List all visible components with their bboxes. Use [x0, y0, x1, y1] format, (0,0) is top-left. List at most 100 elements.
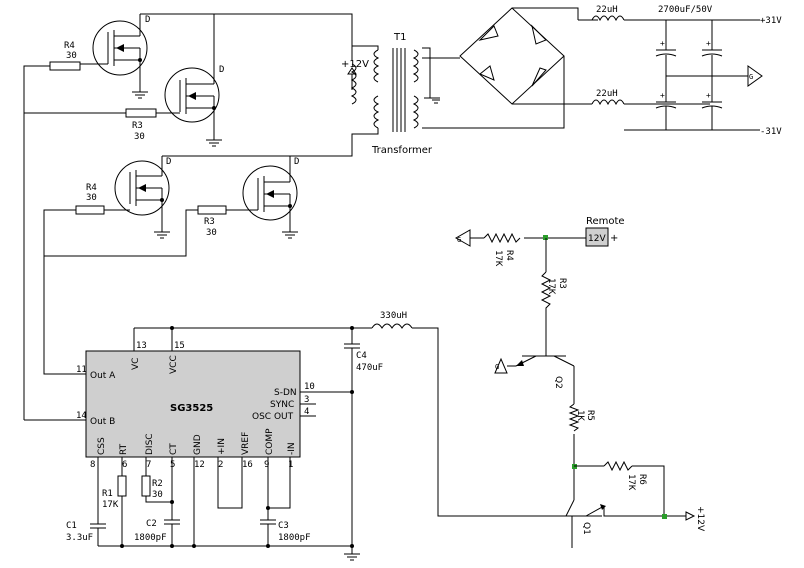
ic-pin-5-num: 5	[170, 460, 175, 470]
resistor-r3-bottom-value: 30	[206, 228, 217, 238]
c3-name: C3	[278, 521, 289, 531]
ic-sg3525	[85, 350, 301, 458]
bridge-rectifier	[459, 7, 565, 105]
remote-plus-label: +	[610, 233, 618, 244]
cap-plus-3: +	[660, 91, 665, 100]
mosfet-drain-label-3: D	[166, 157, 171, 167]
transformer-t1	[350, 48, 419, 132]
ic-pin-rt-label: RT	[119, 443, 129, 455]
ic-pin-1-num: 1	[288, 460, 293, 470]
remote-supply-label: +12V	[695, 506, 705, 532]
ic-pin-ct-label: CT	[169, 443, 179, 455]
remote-r6-name: R6	[637, 474, 647, 485]
remote-resistor-r5	[568, 403, 580, 432]
ic-name: SG3525	[170, 403, 213, 414]
ic-pin-css-label: CSS	[97, 437, 107, 455]
ic-pin-in-plus-label: +IN	[217, 438, 227, 455]
remote-ground-label-1: G	[457, 236, 461, 244]
remote-box-label: 12V	[588, 234, 606, 244]
timing-network	[90, 457, 352, 548]
ic-pin-outb-label: Out B	[90, 417, 115, 427]
ic-pin-in-minus-label: -IN	[287, 442, 297, 455]
ic-pin-sync-label: SYNC	[270, 400, 294, 410]
ic-pin-comp-label: COMP	[265, 428, 275, 455]
remote-r6-value: 17K	[626, 474, 636, 491]
cap-plus-2: +	[706, 39, 711, 48]
inductor-2-label: 22uH	[596, 89, 618, 99]
ic-bottom-pins: CSS RT DISC CT GND +IN VREF COMP -IN	[97, 428, 297, 455]
ic-pin-12-num: 12	[194, 460, 205, 470]
resistor-r3-bottom	[197, 205, 227, 215]
mosfet-q-top-1	[80, 14, 148, 80]
ic-pin-sdn-label: S-DN	[274, 388, 297, 398]
remote-label: Remote	[586, 216, 625, 227]
ic-pin-vref-label: VREF	[241, 432, 251, 455]
resistor-r3-bottom-name: R3	[204, 217, 215, 227]
ic-pin-2-num: 2	[218, 460, 223, 470]
ic-pin-10-num: 10	[304, 382, 315, 392]
resistor-r3-top-value: 30	[134, 132, 145, 142]
c4-name: C4	[356, 351, 367, 361]
ic-pin-6-num: 6	[122, 460, 127, 470]
resistor-r4-top-value: 30	[66, 51, 77, 61]
output-caps	[655, 20, 748, 130]
ic-pin-11-num: 11	[76, 365, 87, 375]
mosfet-drain-label-2: D	[219, 65, 224, 75]
ground-g-icon	[747, 65, 763, 87]
output-pos-label: +31V	[760, 16, 782, 26]
ic-pin-8-num: 8	[90, 460, 95, 470]
ic-pin-outa-label: Out A	[90, 371, 116, 381]
output-cap-label: 2700uF/50V	[658, 5, 713, 15]
resistor-r4-bottom-value: 30	[86, 193, 97, 203]
q2-ground-g-icon	[494, 357, 508, 374]
resistor-r4-bottom	[75, 205, 105, 215]
c2-value: 1800pF	[134, 533, 167, 543]
c4-value: 470uF	[356, 363, 383, 373]
remote-r5-value: 1K	[575, 410, 585, 421]
r1-value: 17K	[102, 500, 119, 510]
remote-r4-value: 17K	[493, 250, 503, 267]
output-inductor-1	[591, 15, 625, 22]
transformer-caption: Transformer	[371, 145, 433, 156]
remote-r3-value: 17K	[546, 278, 556, 295]
transformer-supply-label: +12V	[341, 59, 369, 70]
c3-value: 1800pF	[278, 533, 311, 543]
cap-plus-1: +	[660, 39, 665, 48]
node-dot	[662, 514, 667, 519]
transistor-q1	[558, 499, 686, 548]
mosfet-drain-label-1: D	[145, 15, 150, 25]
output-inductor-2	[591, 99, 625, 106]
ic-pin-vcc-label: VCC	[169, 355, 179, 374]
node-dot	[543, 235, 548, 240]
ic-pin-16-num: 16	[242, 460, 253, 470]
ic-pin-4-num: 4	[304, 407, 309, 417]
output-ground-label: G	[749, 73, 753, 81]
ic-pin-9-num: 9	[264, 460, 269, 470]
ic-pin-oscout-label: OSC OUT	[252, 412, 294, 422]
ic-pin-disc-label: DISC	[145, 433, 155, 455]
ic-pin-3-num: 3	[304, 395, 309, 405]
output-neg-label: -31V	[760, 127, 782, 137]
cap-plus-4: +	[706, 91, 711, 100]
r2-name: R2	[152, 479, 163, 489]
remote-resistor-r3	[540, 271, 552, 312]
resistor-r4-top	[49, 61, 81, 71]
filter-cap-c4	[344, 328, 360, 561]
mosfet-drain-label-4: D	[294, 157, 299, 167]
mosfet-q-bot-1	[104, 156, 170, 239]
r1-name: R1	[102, 489, 113, 499]
resistor-r4-top-name: R4	[64, 41, 75, 51]
q1-label: Q1	[581, 522, 591, 535]
ic-pin-gnd-label: GND	[193, 434, 203, 455]
supply-arrow-icon	[685, 511, 696, 521]
ic-pin-13-num: 13	[136, 341, 147, 351]
remote-input-box	[585, 227, 609, 247]
c1-name: C1	[66, 521, 77, 531]
q2-label: Q2	[553, 376, 563, 389]
remote-r5-name: R5	[585, 410, 595, 421]
c1-value: 3.3uF	[66, 533, 93, 543]
ic-pin-14-num: 14	[76, 411, 87, 421]
ic-pin-15-num: 15	[174, 341, 185, 351]
